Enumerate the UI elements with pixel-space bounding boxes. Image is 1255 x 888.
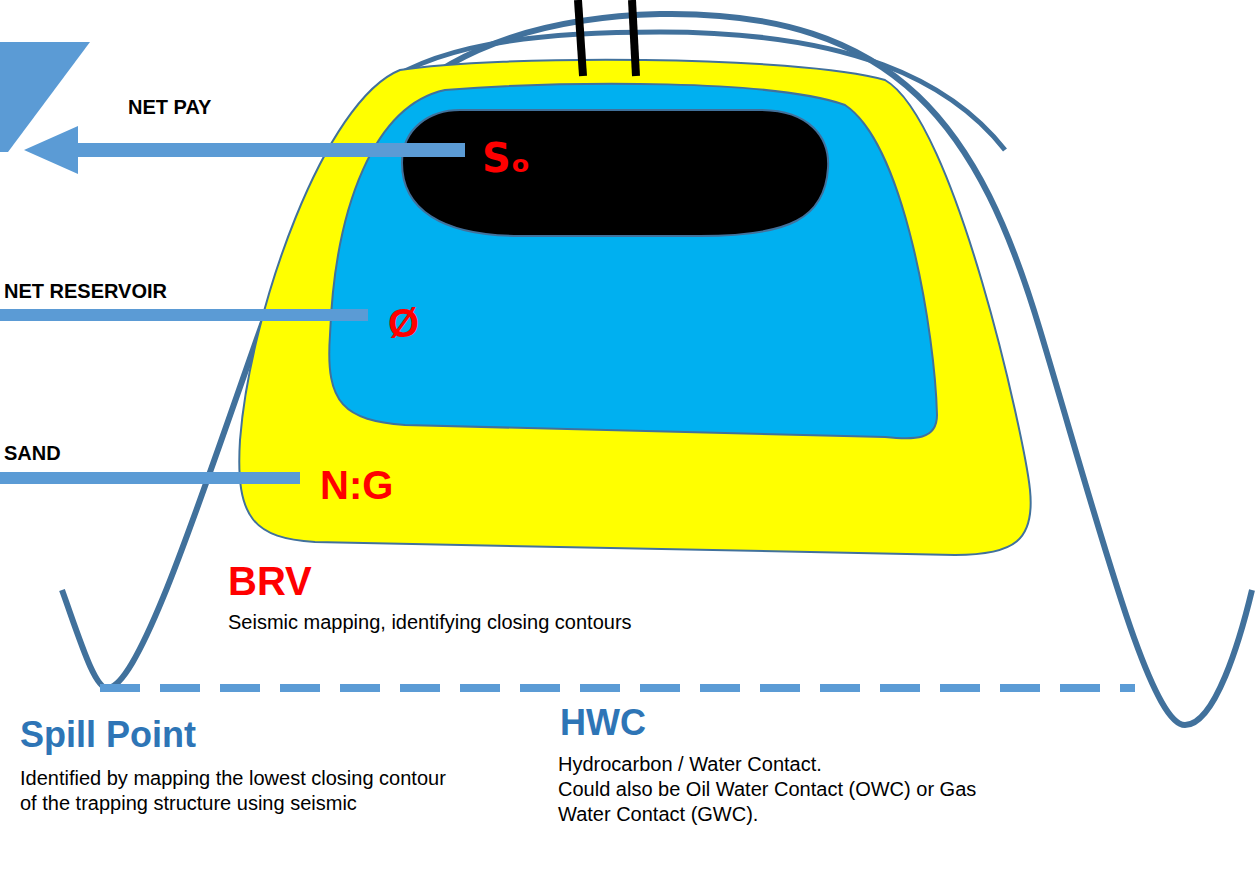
leader-line — [0, 472, 300, 484]
zone-label: SAND — [4, 441, 61, 466]
zone-fill — [329, 84, 937, 439]
well-bore — [578, 0, 583, 76]
note-text: Seismic mapping, identifying closing con… — [228, 610, 632, 635]
volume-term: BRV — [228, 556, 312, 606]
zone-label: NET PAY — [128, 95, 211, 120]
leader-line — [70, 143, 465, 157]
leader-line — [0, 309, 368, 321]
structure-horizon — [62, 14, 1252, 725]
zone-fill — [402, 110, 828, 236]
zone-label: NET RESERVOIR — [4, 279, 167, 304]
net-pay-zone: Sₒ — [400, 108, 830, 238]
property-symbol: N:G — [320, 465, 393, 505]
note-text: Identified by mapping the lowest closing… — [20, 766, 460, 816]
term-heading: Spill Point — [20, 712, 196, 757]
net-reservoir-zone: SₒØ — [325, 85, 940, 440]
well-bore — [632, 0, 636, 76]
arrow-head — [24, 126, 78, 174]
net-sand-zone: SₒØ N:G — [235, 60, 1035, 555]
spill-line — [100, 684, 1135, 692]
term-heading: HWC — [560, 700, 646, 745]
property-symbol: Sₒ — [482, 138, 530, 178]
note-text: Could also be Oil Water Contact (OWC) or… — [558, 777, 998, 827]
property-symbol: Ø — [388, 303, 419, 343]
zone-fill — [239, 60, 1030, 555]
zone-outline — [400, 108, 830, 238]
note-text: Hydrocarbon / Water Contact. — [558, 752, 822, 777]
